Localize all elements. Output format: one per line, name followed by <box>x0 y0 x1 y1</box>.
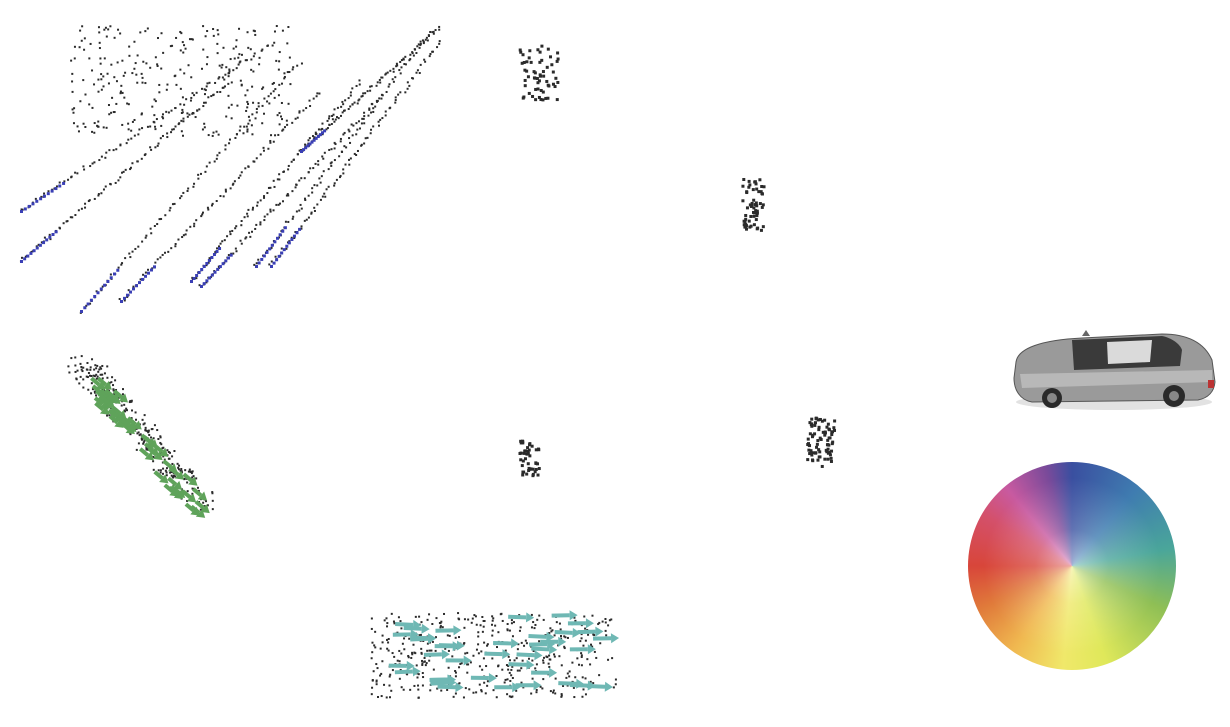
pedestrian-cluster-center <box>518 439 541 478</box>
vehicle-point-cloud-bottom <box>370 610 620 699</box>
flow-direction-color-wheel <box>968 462 1176 670</box>
vehicle-point-cloud-left <box>67 355 214 518</box>
lidar-lane-points <box>19 25 441 314</box>
car-icon <box>1013 330 1216 410</box>
pedestrian-cluster-far-right <box>806 416 837 468</box>
pedestrian-cluster-top <box>518 44 560 102</box>
pedestrian-cluster-right <box>741 178 766 232</box>
